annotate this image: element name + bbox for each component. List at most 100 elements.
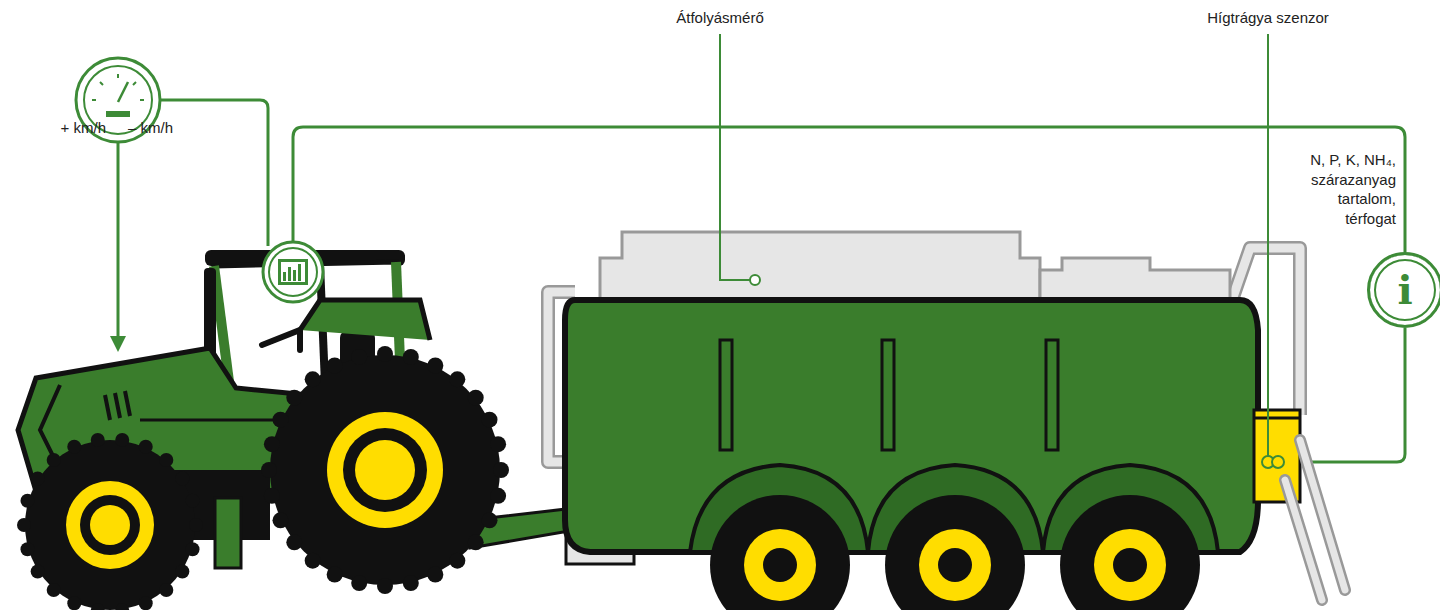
display-icon — [281, 262, 305, 282]
display-icon — [269, 248, 317, 296]
slurry-sensor — [1285, 480, 1322, 600]
slurry-tank — [1046, 340, 1058, 450]
speed-label: – km/h — [128, 118, 218, 138]
tyre-tread — [468, 534, 484, 550]
tank-wheel — [919, 529, 991, 601]
info-symbol: i — [1397, 270, 1412, 310]
tyre-tread — [20, 494, 34, 508]
tyre-tread — [31, 472, 45, 486]
tyre-tread — [159, 453, 173, 467]
tyre-tread — [403, 575, 419, 591]
tyre-tread — [47, 453, 61, 467]
slurry-sensor — [1272, 456, 1284, 468]
tyre-tread — [175, 564, 189, 578]
tyre-tread — [272, 512, 288, 528]
tractor-wheel — [343, 428, 427, 512]
tyre-tread — [490, 488, 506, 504]
tyre-tread — [264, 436, 280, 452]
tractor-wheel — [80, 495, 140, 555]
tyre-tread — [482, 512, 498, 528]
tractor — [105, 391, 130, 420]
tractor-wheel — [355, 440, 415, 500]
tyre-tread — [305, 553, 321, 569]
leader-line — [720, 34, 750, 280]
tyre-tread — [493, 462, 509, 478]
tyre-tread — [482, 412, 498, 428]
tyre-tread — [272, 412, 288, 428]
speedometer-icon — [118, 82, 128, 102]
tyre-tread — [351, 349, 367, 365]
speed-label: + km/h — [10, 118, 106, 138]
tyre-tread — [403, 349, 419, 365]
tyre-tread — [377, 346, 393, 362]
tank-wheel — [1060, 495, 1200, 610]
tractor-wheel — [327, 412, 443, 528]
tyre-tread — [186, 542, 200, 556]
tractor-wheel — [17, 346, 509, 610]
tyre-tread — [468, 390, 484, 406]
leader-line — [1267, 34, 1269, 456]
part-label: Hígtrágya szenzor — [1168, 8, 1368, 28]
tyre-tread — [189, 518, 203, 532]
display-icon — [298, 264, 301, 281]
tractor-wheel — [66, 481, 154, 569]
slurry-tank — [882, 340, 894, 450]
tyre-tread — [91, 603, 105, 610]
tyre-tread — [427, 357, 443, 373]
tyre-tread — [139, 596, 153, 610]
tyre-tread — [47, 583, 61, 597]
tyre-tread — [261, 462, 277, 478]
display-icon — [263, 242, 323, 302]
tank-lid — [1040, 258, 1230, 300]
tyre-tread — [17, 518, 31, 532]
tank-wheel — [1094, 529, 1166, 601]
tractor — [262, 330, 300, 350]
tyre-tread — [427, 567, 443, 583]
drawbar — [470, 508, 575, 548]
info-circle: i — [1367, 252, 1440, 328]
tyre-tread — [264, 488, 280, 504]
tyre-tread — [286, 534, 302, 550]
tractor — [215, 498, 241, 568]
tyre-tread — [286, 390, 302, 406]
display-icon — [288, 267, 291, 281]
tank-wheel — [885, 495, 1025, 610]
tank-wheel — [763, 548, 797, 582]
speed-arrow — [110, 336, 126, 352]
tyre-tread — [490, 436, 506, 452]
tyre-tread — [115, 603, 129, 610]
slurry-tank — [720, 340, 732, 450]
tractor-wheel — [90, 505, 130, 545]
display-icon — [283, 272, 286, 281]
tank-wheel — [710, 495, 1200, 610]
tyre-tread — [305, 371, 321, 387]
tyre-tread — [449, 553, 465, 569]
signal-wire — [160, 100, 268, 246]
tyre-tread — [67, 440, 81, 454]
tyre-tread — [115, 433, 129, 447]
tank-lid — [600, 232, 1040, 300]
tank-wheel — [1113, 548, 1147, 582]
tank-wheel — [938, 548, 972, 582]
speedometer-icon — [106, 111, 130, 117]
tyre-tread — [186, 494, 200, 508]
speed-arrow — [110, 142, 126, 352]
leader-line — [720, 34, 1268, 456]
tractor-wheel — [25, 440, 195, 610]
tyre-tread — [67, 596, 81, 610]
slurry-sensor — [1254, 417, 1300, 420]
tyre-tread — [20, 542, 34, 556]
tank-wheel — [710, 495, 850, 610]
speed-arrow — [117, 142, 120, 338]
tyre-tread — [91, 433, 105, 447]
tyre-tread — [175, 472, 189, 486]
display-icon — [278, 259, 308, 285]
tractor-fender — [300, 300, 430, 340]
speedometer-icon — [92, 74, 144, 100]
tyre-tread — [327, 357, 343, 373]
tyre-tread — [377, 578, 393, 594]
leader-line — [750, 275, 760, 285]
